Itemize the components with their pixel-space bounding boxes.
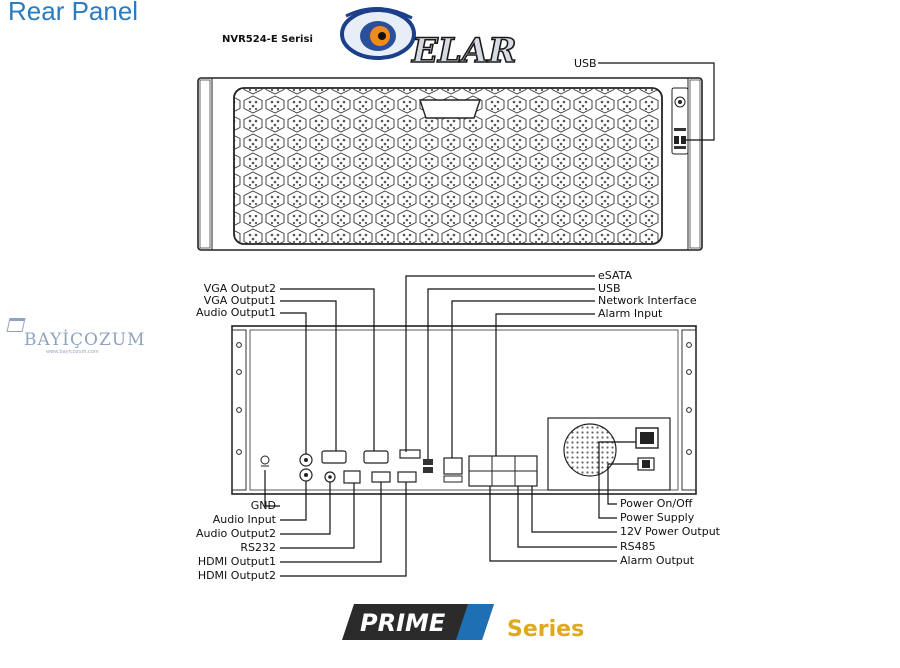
label-rs232: RS232: [240, 541, 276, 554]
rear-bottom-left-callouts: [264, 470, 407, 577]
label-power-on-off: Power On/Off: [620, 497, 693, 510]
label-audio-output1: Audio Output1: [196, 306, 276, 319]
front-panel: [197, 77, 703, 251]
prime-logo: PRIME: [342, 604, 494, 640]
rear-top-left-callouts: [280, 288, 375, 454]
label-esata: eSATA: [598, 269, 633, 282]
label-network-interface: Network Interface: [598, 294, 697, 307]
label-alarm-output: Alarm Output: [620, 554, 695, 567]
elar-logo: ELAR: [340, 6, 517, 72]
label-audio-output2: Audio Output2: [196, 527, 276, 540]
rear-panel: [231, 325, 697, 495]
label-rs485: RS485: [620, 540, 656, 553]
label-hdmi-output2: HDMI Output2: [197, 569, 276, 582]
prime-text: PRIME: [360, 609, 446, 637]
rear-bottom-right-callouts: [489, 441, 638, 562]
label-12v-power-output: 12V Power Output: [620, 525, 720, 538]
label-power-supply: Power Supply: [620, 511, 695, 524]
model-label: NVR524-E Serisi: [222, 34, 313, 45]
label-hdmi-output1: HDMI Output1: [197, 555, 276, 568]
watermark-url: www.bayicozum.com: [46, 349, 99, 355]
label-vga-output1: VGA Output1: [203, 294, 276, 307]
page-title: Rear Panel: [8, 0, 139, 26]
series-text: Series: [507, 617, 585, 642]
watermark-icon: [6, 318, 26, 332]
front-usb-callout: [598, 62, 715, 141]
logo-text: ELAR: [411, 31, 516, 71]
front-usb-label: USB: [574, 57, 597, 70]
label-usb: USB: [598, 282, 621, 295]
label-alarm-input: Alarm Input: [598, 307, 663, 320]
label-audio-input: Audio Input: [212, 513, 276, 526]
label-gnd: GND: [250, 499, 276, 512]
watermark: BAYİÇOZUM: [24, 330, 146, 350]
rear-top-right-callouts: [405, 275, 595, 459]
label-vga-output2: VGA Output2: [203, 282, 276, 295]
